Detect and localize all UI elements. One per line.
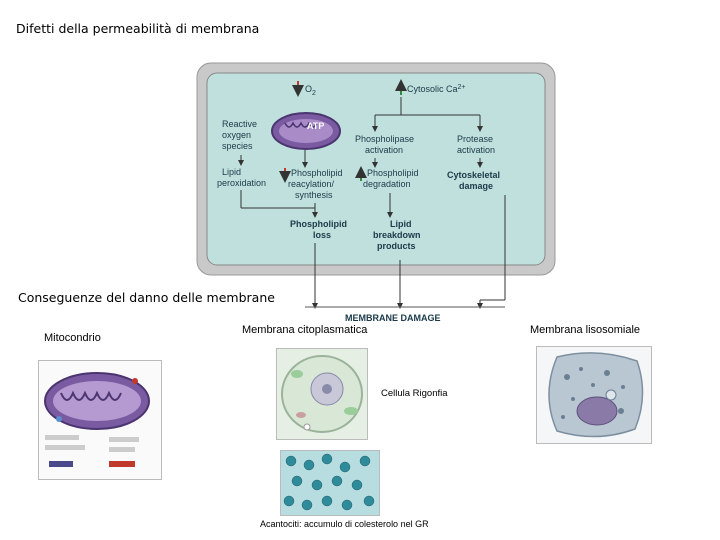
o2-label: O <box>305 84 312 94</box>
svg-text:Cytosolic Ca2+: Cytosolic Ca2+ <box>407 84 466 94</box>
svg-text:O2: O2 <box>305 84 316 97</box>
membrane-damage-label: MEMBRANE DAMAGE <box>345 313 441 323</box>
mitochondrion-icon <box>271 112 341 150</box>
o2-subscript: 2 <box>312 90 316 97</box>
cytosolic-ca-label: Cytosolic Ca <box>407 84 458 94</box>
lysosomal-membrane-caption: Membrana lisosomiale <box>530 324 641 336</box>
swollen-cell-figure <box>276 348 368 440</box>
lysosomal-damage-figure <box>536 346 652 444</box>
page-title: Difetti della permeabilità di membrana <box>16 21 260 36</box>
plasma-membrane-caption: Membrana citoplasmatica <box>242 324 368 336</box>
ca-superscript: 2+ <box>458 84 466 91</box>
swollen-cell-caption: Cellula Rigonfia <box>381 388 448 399</box>
atp-label: ATP <box>307 121 324 131</box>
mitochondrion-caption: Mitocondrio <box>44 332 101 344</box>
mitochondrion-damage-figure <box>38 360 162 480</box>
acanthocytes-caption: Acantociti: accumulo di colesterolo nel … <box>260 519 429 529</box>
consequences-title: Conseguenze del danno delle membrane <box>18 290 275 305</box>
acanthocytes-figure <box>280 450 380 516</box>
